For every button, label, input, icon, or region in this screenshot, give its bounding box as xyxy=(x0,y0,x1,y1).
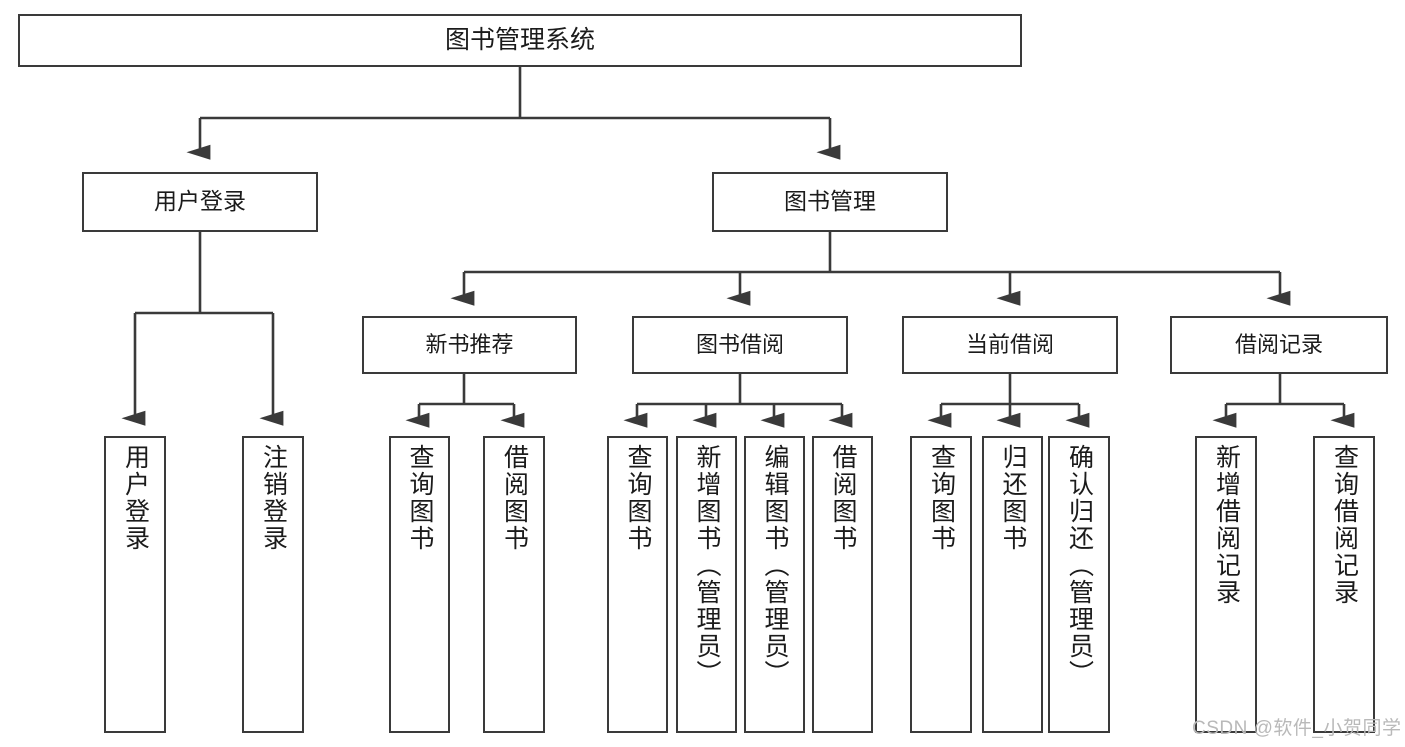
node-label: 图书借阅 xyxy=(695,331,784,357)
node-label: 查询图书 xyxy=(624,444,652,552)
node-label: 查询图书 xyxy=(927,444,956,552)
node-label: 查询借阅记录 xyxy=(1330,444,1359,606)
node-borrow-record[interactable]: 借阅记录 xyxy=(1170,316,1388,374)
node-label: 用户登录 xyxy=(154,188,246,215)
leaf-borrow-book-recommend[interactable]: 借阅图书 xyxy=(483,436,545,733)
leaf-query-book-recommend[interactable]: 查询图书 xyxy=(389,436,450,733)
node-label: 归还图书 xyxy=(999,444,1027,552)
node-label: 借阅记录 xyxy=(1234,331,1323,357)
node-label: 用户登录 xyxy=(121,444,150,552)
leaf-add-book-admin[interactable]: 新增图书（管理员） xyxy=(676,436,737,733)
leaf-return-book[interactable]: 归还图书 xyxy=(982,436,1043,733)
leaf-borrow-book[interactable]: 借阅图书 xyxy=(812,436,873,733)
node-book-management[interactable]: 图书管理 xyxy=(712,172,948,232)
node-user-login[interactable]: 用户登录 xyxy=(82,172,318,232)
csdn-watermark: CSDN @软件_小贺同学 xyxy=(1192,718,1402,739)
leaf-logout[interactable]: 注销登录 xyxy=(242,436,304,733)
node-label: 图书管理 xyxy=(784,188,876,215)
node-book-borrow[interactable]: 图书借阅 xyxy=(632,316,848,374)
node-label: 编辑图书（管理员） xyxy=(761,444,789,687)
leaf-query-book-current[interactable]: 查询图书 xyxy=(910,436,972,733)
leaf-add-borrow-record[interactable]: 新增借阅记录 xyxy=(1195,436,1257,733)
leaf-query-book-borrow[interactable]: 查询图书 xyxy=(607,436,668,733)
leaf-query-borrow-record[interactable]: 查询借阅记录 xyxy=(1313,436,1375,733)
node-label: 新增图书（管理员） xyxy=(693,444,721,687)
node-current-borrow[interactable]: 当前借阅 xyxy=(902,316,1118,374)
node-new-book-recommend[interactable]: 新书推荐 xyxy=(362,316,577,374)
node-label: 借阅图书 xyxy=(829,444,857,552)
leaf-confirm-return-admin[interactable]: 确认归还（管理员） xyxy=(1048,436,1110,733)
node-label: 查询图书 xyxy=(406,444,434,552)
node-label: 注销登录 xyxy=(259,444,288,552)
node-label: 新增借阅记录 xyxy=(1212,444,1241,606)
leaf-edit-book-admin[interactable]: 编辑图书（管理员） xyxy=(744,436,805,733)
leaf-user-login[interactable]: 用户登录 xyxy=(104,436,166,733)
node-label: 确认归还（管理员） xyxy=(1065,444,1094,687)
node-label: 当前借阅 xyxy=(965,331,1054,357)
node-root-system[interactable]: 图书管理系统 xyxy=(18,14,1022,67)
node-label: 借阅图书 xyxy=(500,444,529,552)
node-label: 新书推荐 xyxy=(425,331,514,357)
node-label: 图书管理系统 xyxy=(444,25,595,54)
